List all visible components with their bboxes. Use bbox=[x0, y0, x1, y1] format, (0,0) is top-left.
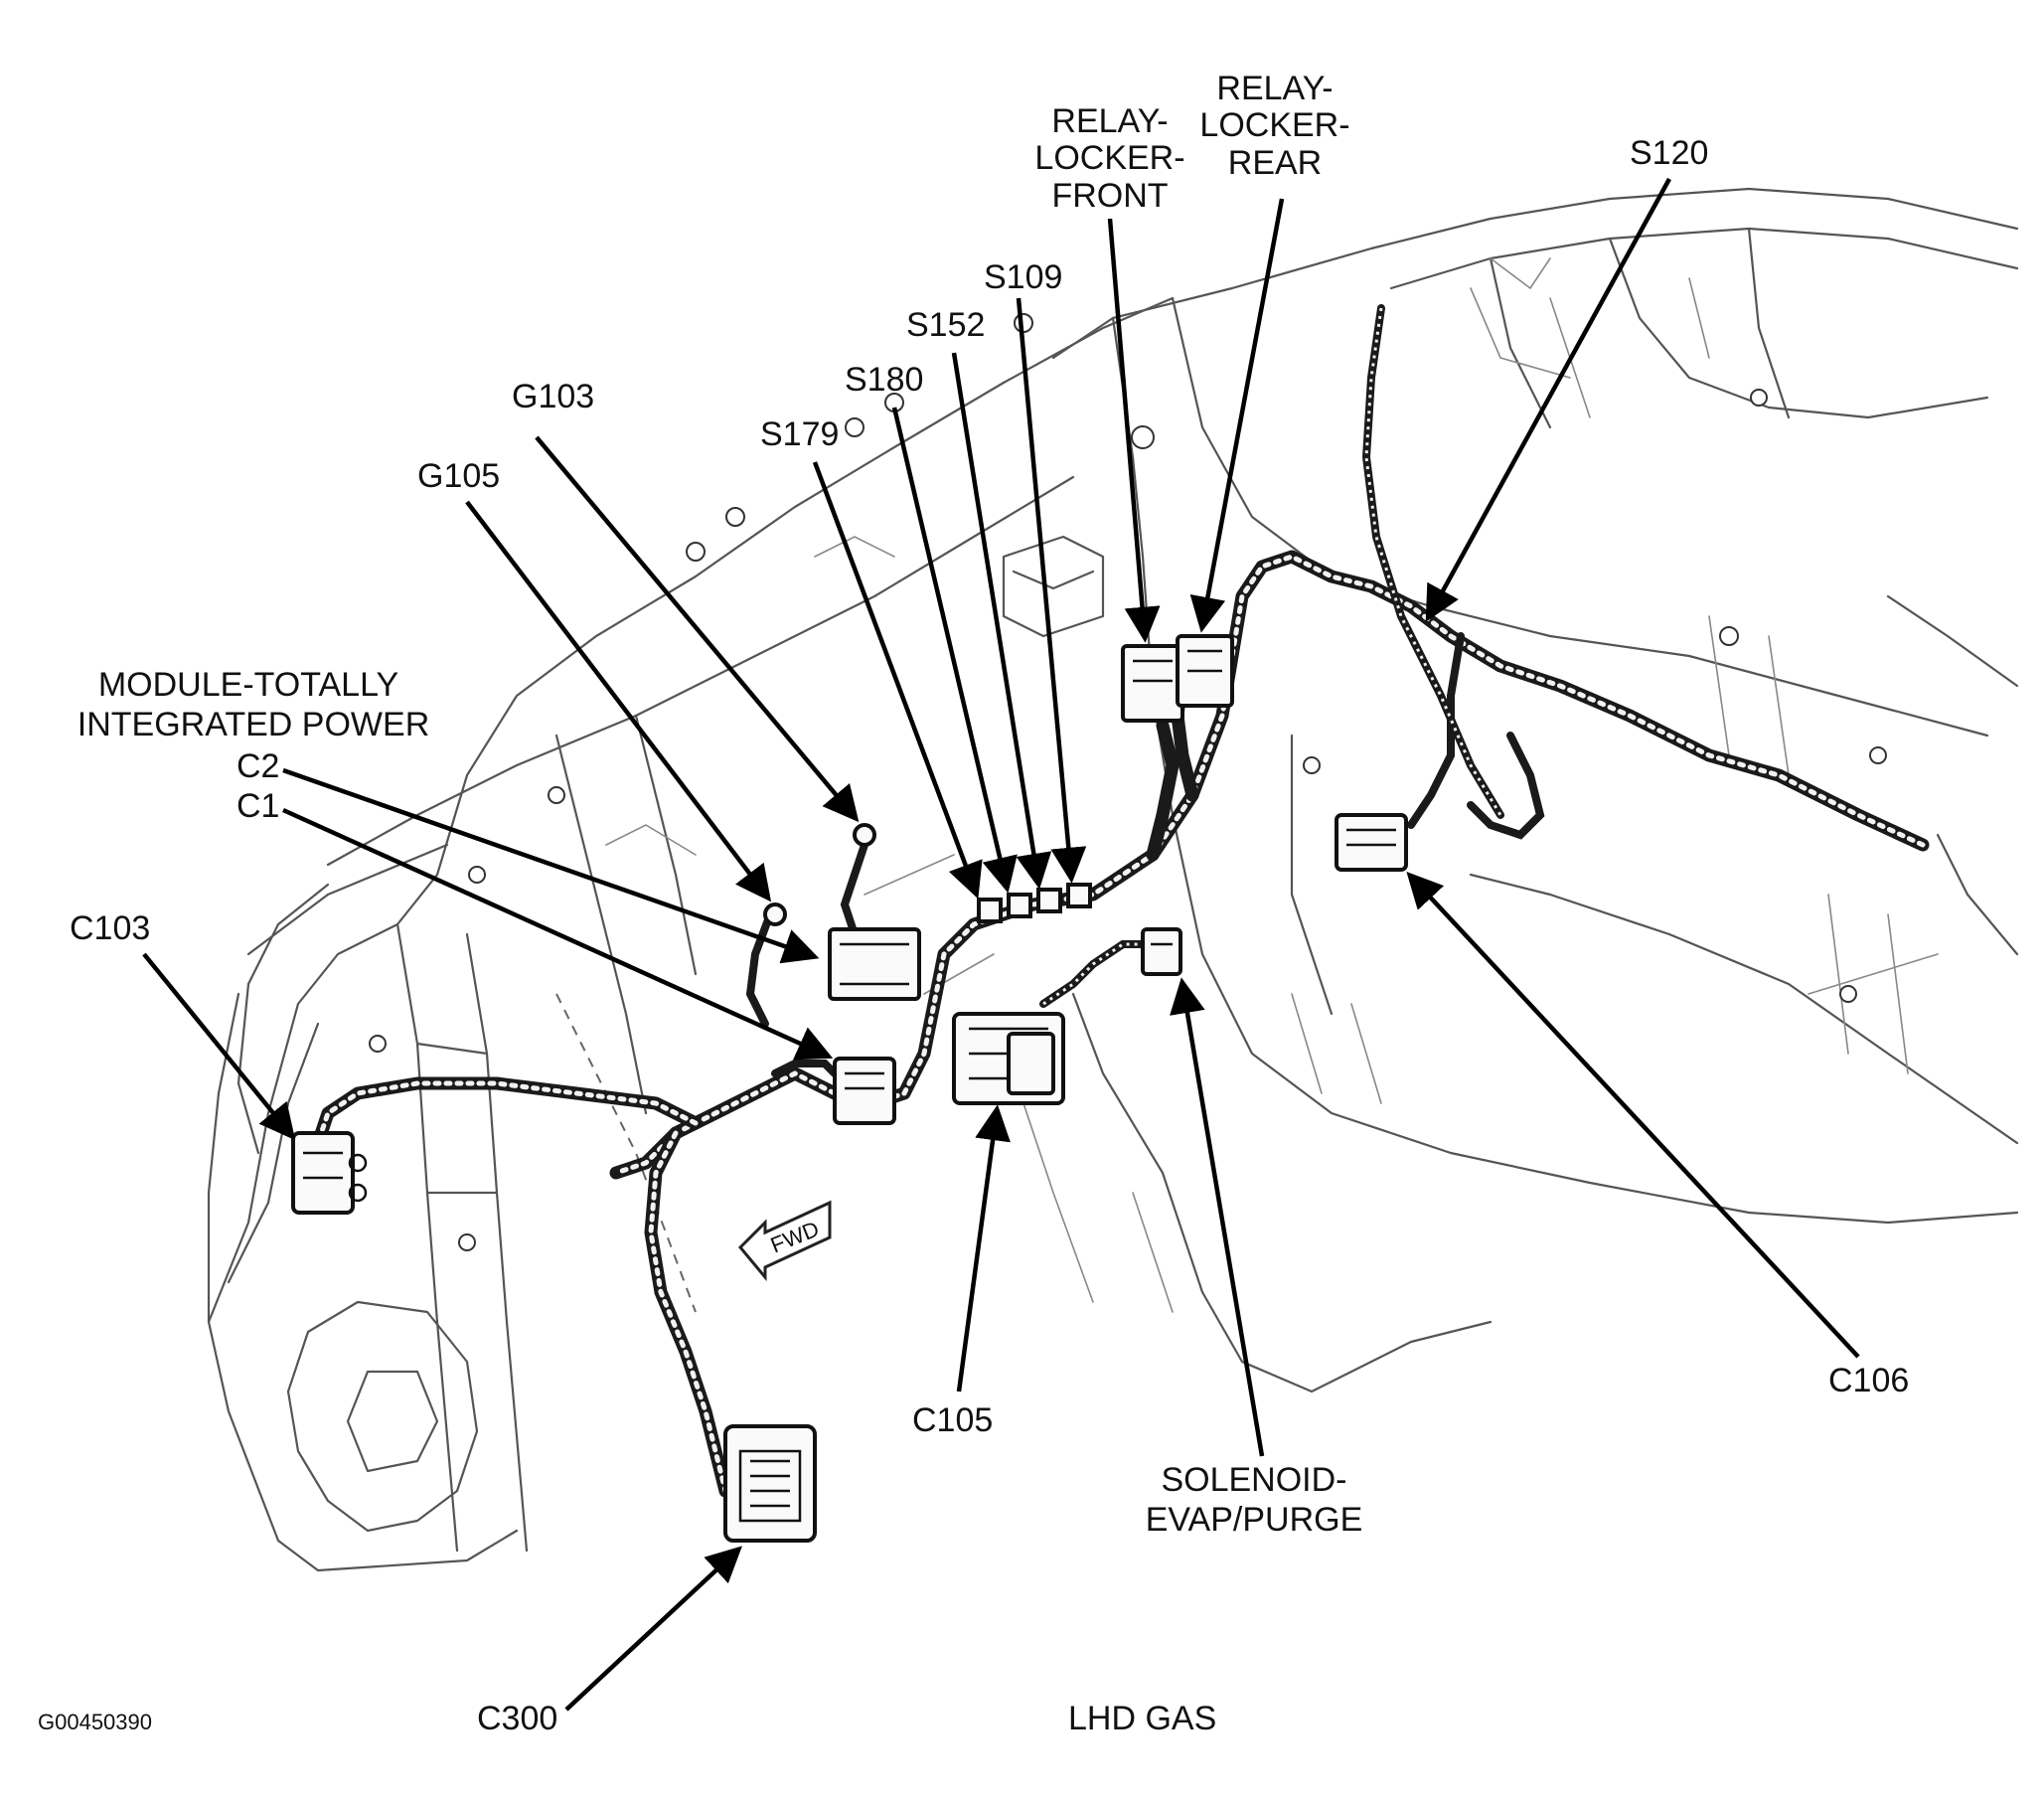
relay-front-label-line2: LOCKER- bbox=[1034, 139, 1184, 177]
leader-g105 bbox=[465, 500, 772, 902]
leader-lines bbox=[142, 177, 1860, 1712]
leader-s152 bbox=[951, 352, 1052, 890]
g103-ground-eyelet bbox=[853, 823, 876, 847]
c103-label: C103 bbox=[70, 909, 150, 947]
leader-c103 bbox=[142, 952, 296, 1141]
leader-s120 bbox=[1425, 177, 1671, 622]
leader-c1 bbox=[282, 807, 834, 1061]
splice-cluster bbox=[977, 883, 1092, 923]
relay-locker-front bbox=[1121, 644, 1184, 723]
callout-labels: MODULE-TOTALLY INTEGRATED POWER C2 C1 C1… bbox=[38, 70, 1909, 1737]
c2-label: C2 bbox=[236, 747, 279, 785]
c300-label: C300 bbox=[477, 1700, 557, 1737]
g103-label: G103 bbox=[512, 378, 594, 415]
c1-label: C1 bbox=[236, 787, 279, 825]
c103-connector bbox=[291, 1131, 368, 1215]
s179-label: S179 bbox=[760, 415, 839, 453]
leader-c106 bbox=[1406, 872, 1860, 1359]
g105-label: G105 bbox=[417, 457, 500, 495]
leader-c2 bbox=[282, 767, 820, 964]
components bbox=[291, 634, 1408, 1543]
relay-bracket bbox=[1002, 535, 1105, 638]
c1-connector bbox=[833, 1057, 896, 1125]
solenoid-evap-purge bbox=[1141, 927, 1182, 976]
relay-rear-label-line2: LOCKER- bbox=[1199, 106, 1349, 144]
module-tipm-label-line2: INTEGRATED POWER bbox=[78, 706, 430, 743]
mounting-bolts bbox=[369, 313, 1887, 1251]
s109-label: S109 bbox=[984, 258, 1062, 296]
leader-s109 bbox=[1016, 297, 1087, 884]
s180-label: S180 bbox=[845, 361, 923, 399]
leader-c105 bbox=[956, 1104, 1011, 1392]
c106-connector bbox=[1335, 813, 1408, 872]
g105-ground-eyelet bbox=[763, 902, 787, 926]
wiring-harness bbox=[311, 304, 1930, 1498]
s120-label: S120 bbox=[1630, 134, 1708, 172]
leader-relay-front bbox=[1107, 218, 1161, 643]
c105-connector bbox=[952, 1012, 1065, 1105]
c300-connector bbox=[723, 1424, 817, 1543]
solenoid-label-line2: EVAP/PURGE bbox=[1146, 1501, 1363, 1539]
relay-front-label-line1: RELAY- bbox=[1051, 102, 1168, 140]
leader-s180 bbox=[891, 407, 1018, 894]
c105-label: C105 bbox=[912, 1401, 993, 1439]
leader-solenoid bbox=[1170, 977, 1265, 1457]
solenoid-label-line1: SOLENOID- bbox=[1161, 1461, 1346, 1499]
leader-relay-rear bbox=[1189, 198, 1285, 633]
module-tipm-label-line1: MODULE-TOTALLY bbox=[98, 666, 398, 704]
relay-locker-rear bbox=[1176, 634, 1234, 708]
tipm-module bbox=[828, 927, 921, 1001]
diagram-caption: LHD GAS bbox=[1068, 1700, 1216, 1737]
leader-s179 bbox=[812, 461, 983, 900]
relay-rear-label-line3: REAR bbox=[1228, 144, 1322, 182]
relay-front-label-line3: FRONT bbox=[1051, 177, 1168, 215]
relay-rear-label-line1: RELAY- bbox=[1216, 70, 1333, 107]
c106-label: C106 bbox=[1828, 1362, 1909, 1399]
s152-label: S152 bbox=[906, 306, 985, 344]
figure-id: G00450390 bbox=[38, 1710, 152, 1734]
forward-direction-arrow: FWD bbox=[737, 1200, 832, 1282]
leader-c300 bbox=[564, 1546, 742, 1712]
leader-g103 bbox=[535, 435, 860, 823]
